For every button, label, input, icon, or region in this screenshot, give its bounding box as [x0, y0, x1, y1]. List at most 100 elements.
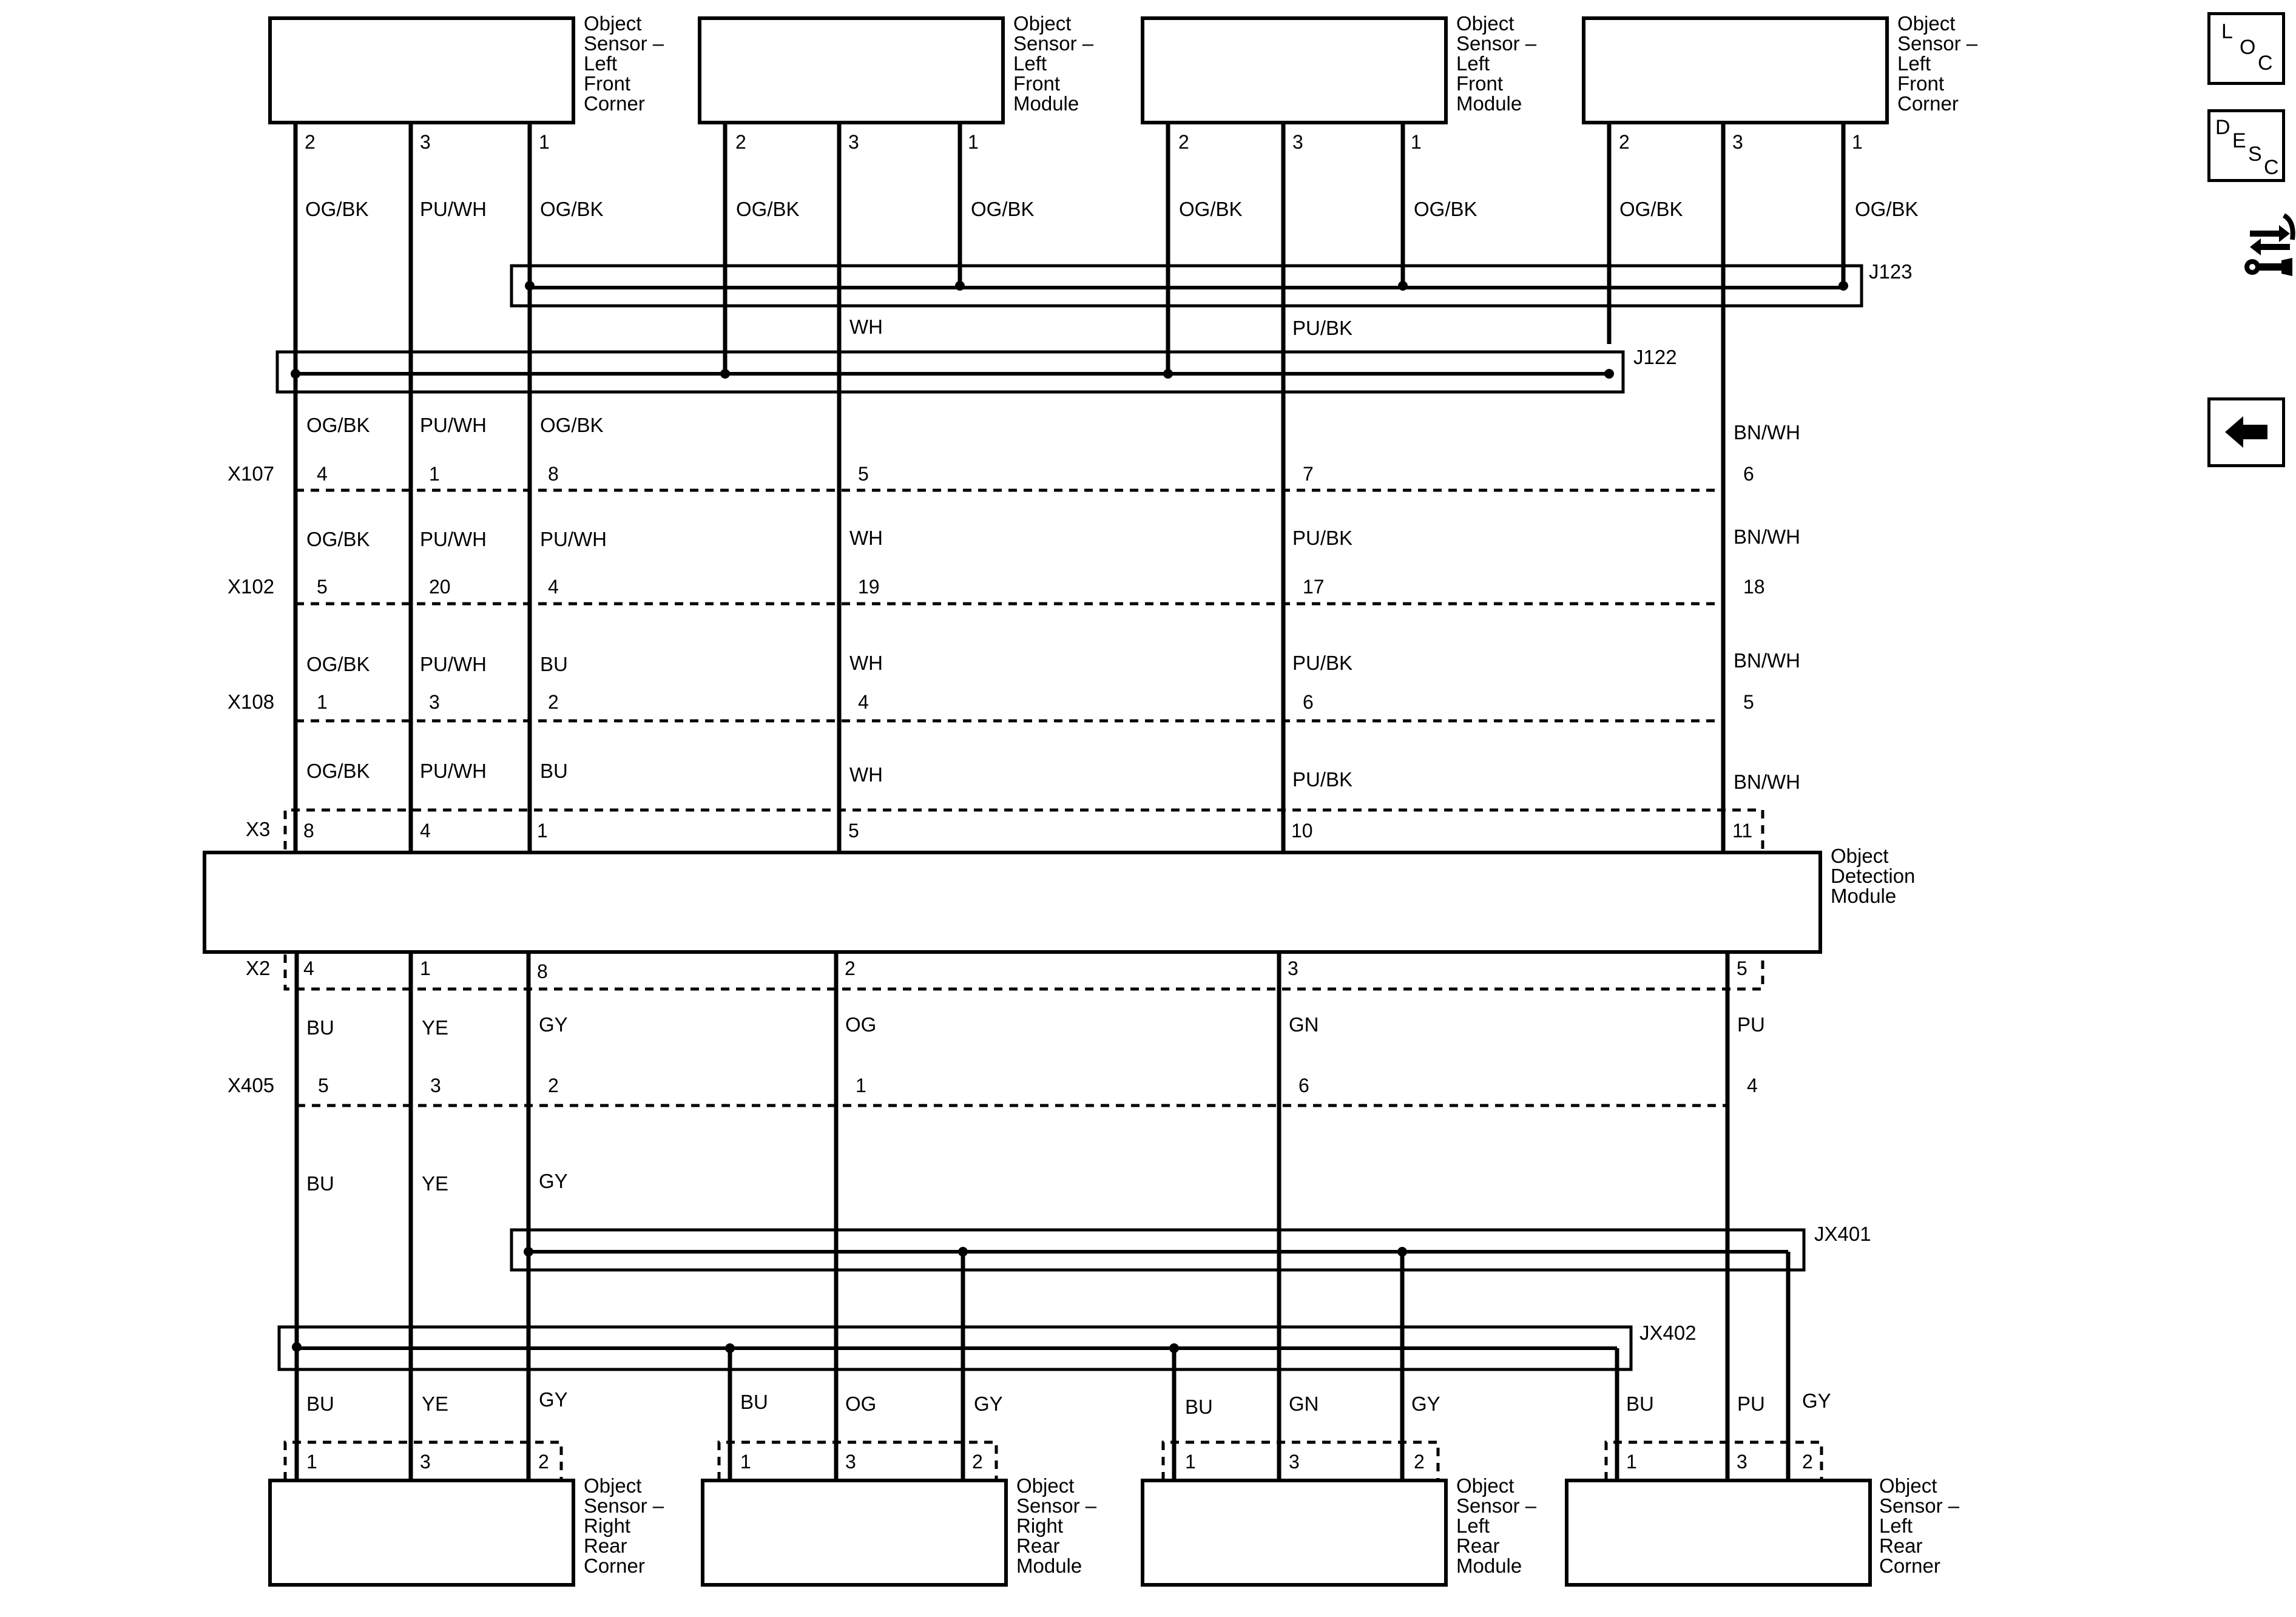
wire-color-label: BU	[306, 1393, 334, 1415]
bottom-sensor-lr-module: Object Sensor – Left Rear Module	[1141, 1474, 1542, 1587]
connector-x405: X405 5 3 2 1 6 4	[228, 1074, 1758, 1107]
wire-color-label: WH	[849, 763, 883, 786]
connector-x405-label: X405	[228, 1074, 274, 1096]
splice-dot	[291, 369, 300, 379]
loc-button[interactable]: L O C	[2207, 12, 2285, 85]
pin-label: 8	[303, 820, 314, 842]
splice-dot	[1169, 1343, 1179, 1353]
pin-label: 2	[1802, 1451, 1813, 1473]
wire-color-label: BU	[306, 1016, 334, 1039]
wire-color-label: PU	[1737, 1393, 1765, 1415]
splice-jx401: JX401	[510, 1223, 1871, 1272]
connector-x107: X107 4 1 8 5 7 6	[228, 462, 1754, 492]
wire-color-label: OG	[845, 1013, 876, 1036]
wire-color-label: YE	[422, 1016, 448, 1039]
wire-color-label: OG/BK	[1619, 198, 1683, 220]
pin-label: 8	[548, 463, 559, 485]
connector-x102-label: X102	[228, 575, 274, 598]
loc-icon-letter: O	[2240, 36, 2256, 59]
repair-wrench-arrows-icon[interactable]	[2244, 209, 2296, 282]
lower-band-colors-2: BU YE GY	[306, 1170, 568, 1195]
desc-icon-letter: S	[2248, 143, 2262, 166]
top-sensor-box-1	[268, 16, 575, 124]
pin-label: 20	[429, 576, 451, 598]
connector-x3-label: X3	[246, 818, 270, 840]
pin-label: 3	[1289, 1451, 1300, 1473]
wire-color-label: BU	[540, 653, 568, 675]
upper-band-colors-2: OG/BK PU/WH PU/WH WH PU/BK BN/WH	[306, 525, 1800, 550]
bottom-sensor-label-3: Object Sensor – Left Rear Module	[1456, 1474, 1542, 1577]
pin-label: 1	[968, 131, 979, 153]
desc-icon-letter: D	[2215, 116, 2230, 139]
pin-label: 3	[1737, 1451, 1747, 1473]
pin-label: 1	[740, 1451, 751, 1473]
pin-label: 1	[1411, 131, 1422, 153]
pin-label: 6	[1303, 691, 1314, 713]
bottom-sensor-wire-colors: BU YE GY BU OG GY BU GN GY BU PU GY	[306, 1388, 1831, 1418]
wire-color-label: GN	[1289, 1393, 1319, 1415]
top-sensor-box-4	[1582, 16, 1889, 124]
splice-j123-label: J123	[1869, 260, 1913, 283]
wire-color-label: GY	[1802, 1389, 1831, 1412]
pin-label: 4	[317, 463, 328, 485]
pin-label: 11	[1732, 820, 1752, 842]
splice-dot	[1398, 281, 1408, 291]
wire-color-label: PU/BK	[1292, 527, 1352, 549]
wire-color-label: YE	[422, 1393, 448, 1415]
top-sensor-label-4: Object Sensor – Left Front Corner	[1897, 12, 1983, 115]
pin-label: 2	[1178, 131, 1189, 153]
splice-jx402: JX402	[277, 1322, 1697, 1371]
top-sensor-label-3: Object Sensor – Left Front Module	[1456, 12, 1542, 115]
top-sensor-lf-corner: Object Sensor – Left Front Corner	[268, 12, 669, 124]
connector-x2-label: X2	[246, 957, 270, 979]
bottom-connector-outline	[283, 1440, 563, 1480]
upper-band-colors-3: OG/BK PU/WH BU WH PU/BK BN/WH	[306, 649, 1800, 675]
pin-label: 3	[420, 1451, 431, 1473]
pin-label: 3	[1288, 957, 1298, 979]
wire-color-label: WH	[849, 527, 883, 549]
wire-color-label: OG/BK	[306, 528, 370, 550]
pin-label: 4	[420, 820, 431, 842]
back-arrow-icon	[2225, 416, 2267, 448]
splice-j122-label: J122	[1633, 346, 1677, 368]
wire-color-label: OG/BK	[305, 198, 369, 220]
bottom-sensor-connectors: 1 3 2 1 3 2 1 3 2 1 3 2	[283, 1440, 1823, 1480]
top-sensor-lf-corner-b: Object Sensor – Left Front Corner	[1582, 12, 1983, 124]
splice-dot	[1838, 281, 1848, 291]
splice-j122: J122	[275, 346, 1677, 394]
pin-label: 5	[848, 820, 859, 842]
top-sensor-lf-module-b: Object Sensor – Left Front Module	[1141, 12, 1542, 124]
bottom-sensor-rr-module: Object Sensor – Right Rear Module	[701, 1474, 1102, 1587]
wire-color-label: BN/WH	[1734, 771, 1800, 793]
back-button[interactable]	[2207, 397, 2285, 467]
wire-color-label: BN/WH	[1734, 525, 1800, 548]
pin-label: 4	[303, 957, 314, 979]
wire-color-label: YE	[422, 1172, 448, 1195]
wire-color-label: PU/WH	[540, 528, 607, 550]
wire-color-label: OG	[845, 1393, 876, 1415]
wire-color-label: BU	[1185, 1396, 1213, 1418]
splice-jx402-box	[277, 1325, 1633, 1371]
bottom-connector-outline	[1604, 1440, 1823, 1480]
pin-label: 3	[1732, 131, 1743, 153]
object-detection-module: Object Detection Module	[203, 845, 1915, 954]
pin-label: 1	[317, 691, 328, 713]
connector-x3-outline	[283, 808, 1764, 849]
connector-x2-outline	[283, 954, 1764, 991]
pin-label: 5	[318, 1075, 329, 1096]
wire-color-label: OG/BK	[971, 198, 1035, 220]
pin-label: 1	[539, 131, 550, 153]
top-sensor-label-2: Object Sensor – Left Front Module	[1013, 12, 1099, 115]
wire-color-label: WH	[849, 316, 883, 338]
pin-label: 3	[429, 691, 440, 713]
top-sensor-label-1: Object Sensor – Left Front Corner	[584, 12, 669, 115]
bottom-sensor-lr-corner: Object Sensor – Left Rear Corner	[1565, 1474, 1960, 1587]
pin-label: 6	[1743, 463, 1754, 485]
pin-label: 2	[305, 131, 316, 153]
top-sensor-wire-colors: OG/BK PU/WH OG/BK OG/BK OG/BK OG/BK OG/B…	[305, 198, 1919, 220]
wire-color-label: PU/BK	[1292, 768, 1352, 791]
bottom-sensor-label-2: Object Sensor – Right Rear Module	[1016, 1474, 1102, 1577]
desc-button[interactable]: D E S C	[2207, 109, 2285, 182]
splice-dot	[1163, 369, 1173, 379]
lower-band-colors-1: BU YE GY OG GN PU	[306, 1013, 1765, 1039]
